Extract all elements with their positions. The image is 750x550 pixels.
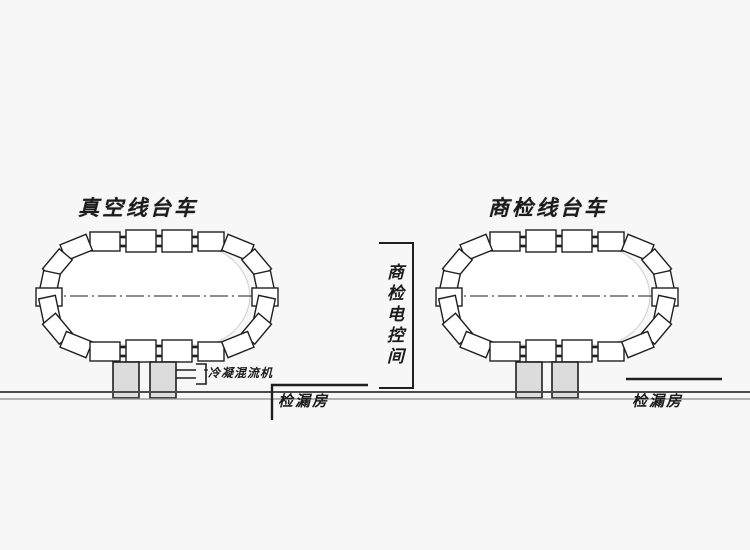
coupling-group-bottom [520, 344, 598, 358]
trolley-car [459, 330, 494, 359]
trolley-car [161, 229, 193, 253]
trolley-car [89, 341, 121, 362]
trolley-car [489, 341, 521, 362]
control-room-label-wrapper: 商检电控间 [383, 249, 403, 381]
trolley-group-bottom-left-curve [37, 294, 94, 359]
trolley-car [561, 229, 593, 253]
trolley-car [525, 339, 557, 363]
loop-title-vacuum-line: 真空线台车 [78, 195, 198, 220]
leak-detection-room-right-label: 检漏房 [632, 392, 684, 410]
trolley-group-top-left-curve [37, 233, 94, 299]
leak-detection-room-left-label: 检漏房 [278, 392, 330, 410]
trolley-car [89, 231, 121, 252]
condenser-pipe [176, 363, 207, 385]
trolley-group-bottom [89, 339, 225, 363]
trolley-car [561, 339, 593, 363]
trolley-car [220, 330, 255, 359]
inspection-electrical-control-room-label: 商检电控间 [383, 262, 403, 368]
trolley-car [597, 341, 625, 362]
vacuum-line-loop [35, 229, 279, 399]
inspection-line-loop [435, 229, 679, 399]
trolley-group-bottom-left-curve [437, 294, 494, 359]
coupling-group-top [520, 234, 598, 248]
trolley-car [125, 339, 157, 363]
control-room-bracket [379, 242, 414, 389]
trolley-group-bottom-right-curve [220, 294, 277, 359]
trolley-car [597, 231, 625, 252]
condenser-machine-label: 冷凝混流机 [208, 366, 274, 380]
trolley-car [197, 231, 225, 252]
coupling-group-top [120, 234, 198, 248]
trolley-car [620, 330, 655, 359]
coupling-group-bottom [120, 344, 198, 358]
trolley-group-top [89, 229, 225, 253]
trolley-car [489, 231, 521, 252]
trolley-car [197, 341, 225, 362]
trolley-car [161, 339, 193, 363]
trolley-group-bottom [489, 339, 625, 363]
trolley-car [59, 330, 94, 359]
trolley-car [525, 229, 557, 253]
trolley-group-top [489, 229, 625, 253]
leak-room-bracket-left [270, 383, 368, 420]
trolley-group-bottom-right-curve [620, 294, 677, 359]
loop-title-inspection-line: 商检线台车 [488, 195, 608, 220]
trolley-car [125, 229, 157, 253]
